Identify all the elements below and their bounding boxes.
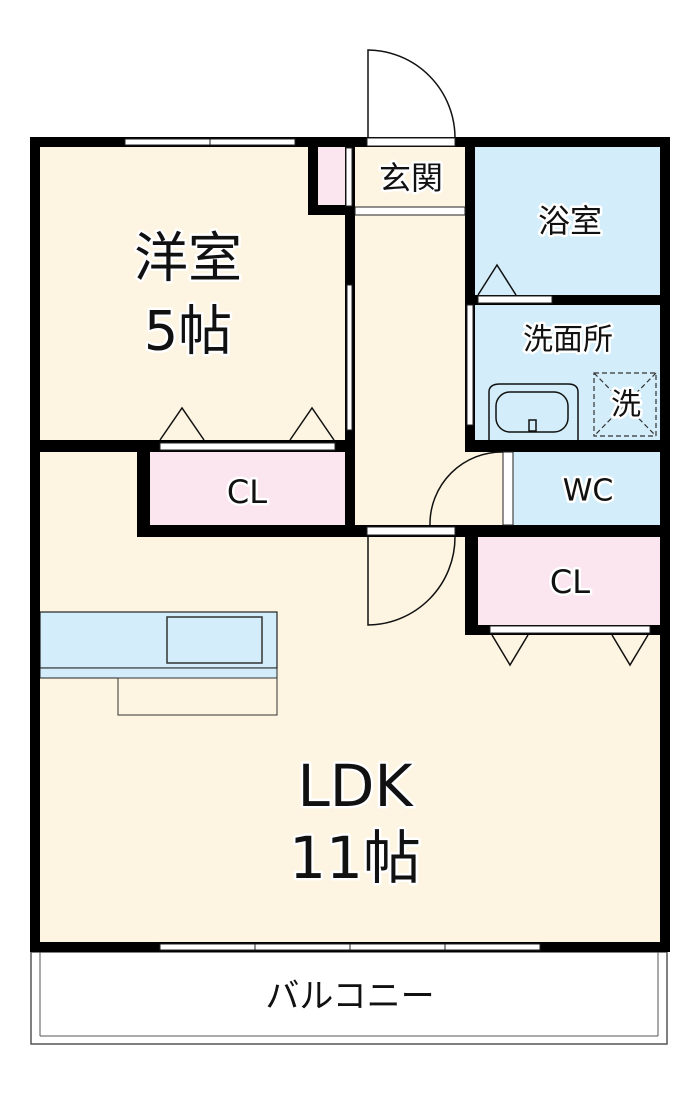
wc-door-frame bbox=[502, 451, 514, 526]
ldk-door-opening bbox=[366, 526, 456, 536]
western-room-name: 洋室 bbox=[134, 227, 242, 290]
balcony-floor bbox=[30, 951, 668, 1045]
entrance-door-swing bbox=[367, 49, 456, 139]
western-room-floor bbox=[40, 147, 345, 442]
entrance-step bbox=[354, 206, 466, 216]
kitchen-counter bbox=[39, 611, 278, 716]
wash-basin bbox=[488, 383, 579, 440]
balcony-label: バルコニー bbox=[265, 977, 434, 1017]
closet-left-doors bbox=[159, 442, 336, 451]
closet-left-label: CL bbox=[227, 473, 267, 511]
closet-small-door bbox=[345, 147, 353, 207]
washer-space bbox=[593, 372, 657, 437]
western-sliding-door bbox=[346, 284, 353, 431]
western-room-size: 5帖 bbox=[144, 300, 232, 363]
bathroom-label: 浴室 bbox=[538, 202, 602, 240]
wash-sliding-door bbox=[466, 304, 474, 426]
washer-label: 洗 bbox=[611, 388, 641, 423]
wc-label: WC bbox=[563, 474, 614, 509]
kitchen-sink bbox=[166, 616, 263, 664]
bath-door bbox=[477, 295, 553, 304]
wc-floor bbox=[512, 452, 662, 527]
closet-right-floor bbox=[477, 537, 662, 627]
ldk-size: 11帖 bbox=[289, 824, 421, 892]
washroom-label: 洗面所 bbox=[523, 323, 613, 358]
wc-door-swing bbox=[429, 451, 504, 526]
closet-right-label: CL bbox=[550, 563, 590, 601]
door-swings bbox=[159, 49, 649, 667]
kitchen-bar bbox=[117, 677, 278, 716]
bathroom-floor bbox=[475, 147, 662, 297]
entrance-door-opening bbox=[366, 137, 456, 147]
closet-left-floor bbox=[148, 452, 346, 527]
openings bbox=[124, 137, 651, 951]
ldk-door-swing bbox=[367, 536, 456, 626]
hallway-floor bbox=[353, 147, 467, 537]
closet-right-doors bbox=[489, 625, 651, 634]
ldk-name: LDK bbox=[297, 752, 414, 820]
entrance-label: 玄関 bbox=[379, 159, 443, 197]
closet-small-floor bbox=[318, 147, 346, 207]
